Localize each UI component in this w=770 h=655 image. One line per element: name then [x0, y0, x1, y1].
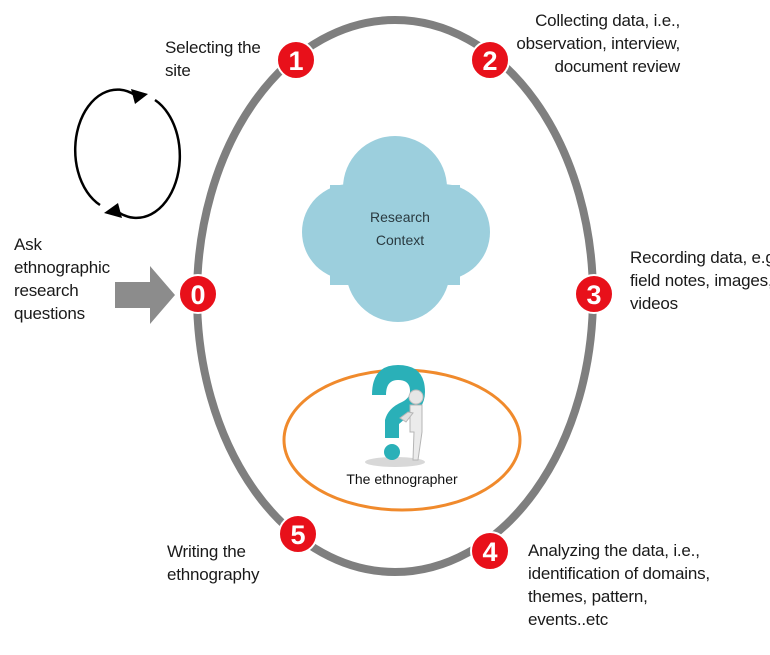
- question-mark-thinker-icon: [365, 365, 425, 467]
- step-3-label-line: videos: [630, 294, 678, 313]
- step-2-label-line: observation, interview,: [516, 34, 680, 53]
- research-context-cloud: [302, 136, 490, 322]
- step-badge-2: 2: [470, 40, 510, 80]
- step-2-label-line: document review: [554, 57, 680, 76]
- step-1-number: 1: [288, 46, 303, 76]
- step-4-label-line: Analyzing the data, i.e.,: [528, 541, 700, 560]
- step-3-label-line: field notes, images,: [630, 271, 770, 290]
- step-0-label-line: questions: [14, 304, 85, 323]
- step-5-number: 5: [290, 520, 305, 550]
- step-0-number: 0: [190, 280, 205, 310]
- step-4-label: Analyzing the data, i.e., identification…: [528, 539, 710, 631]
- cloud-label-line-1: Research: [370, 209, 430, 225]
- step-badge-4: 4: [470, 531, 510, 571]
- step-1-label-line: site: [165, 61, 191, 80]
- cloud-label-line-2: Context: [376, 232, 424, 248]
- step-5-label-line: Writing the: [167, 542, 246, 561]
- step-4-label-line: identification of domains,: [528, 564, 710, 583]
- step-5-label: Writing the ethnography: [167, 540, 260, 586]
- step-1-label: Selecting the site: [165, 36, 261, 82]
- step-4-label-line: events..etc: [528, 610, 609, 629]
- step-5-label-line: ethnography: [167, 565, 260, 584]
- step-1-label-line: Selecting the: [165, 38, 261, 57]
- step-2-label-line: Collecting data, i.e.,: [535, 11, 680, 30]
- step-2-label: Collecting data, i.e., observation, inte…: [516, 9, 680, 78]
- step-badge-3: 3: [574, 274, 614, 314]
- step-2-number: 2: [482, 46, 497, 76]
- step-4-number: 4: [482, 537, 497, 567]
- step-0-label-line: research: [14, 281, 79, 300]
- ethnographer-ellipse: [282, 368, 522, 512]
- step-0-label-line: Ask: [14, 235, 42, 254]
- step-3-label: Recording data, e.g., field notes, image…: [630, 246, 770, 315]
- step-3-number: 3: [586, 280, 601, 310]
- step-badge-5: 5: [278, 514, 318, 554]
- cycle-arrows-icon: [73, 88, 182, 220]
- step-3-label-line: Recording data, e.g.,: [630, 248, 770, 267]
- right-arrow-icon: [115, 266, 175, 324]
- step-4-label-line: themes, pattern,: [528, 587, 648, 606]
- step-0-label: Ask ethnographic research questions: [14, 233, 110, 325]
- step-badge-1: 1: [276, 40, 316, 80]
- step-0-label-line: ethnographic: [14, 258, 110, 277]
- ethnographer-label: The ethnographer: [346, 471, 458, 487]
- step-badge-0: 0: [178, 274, 218, 314]
